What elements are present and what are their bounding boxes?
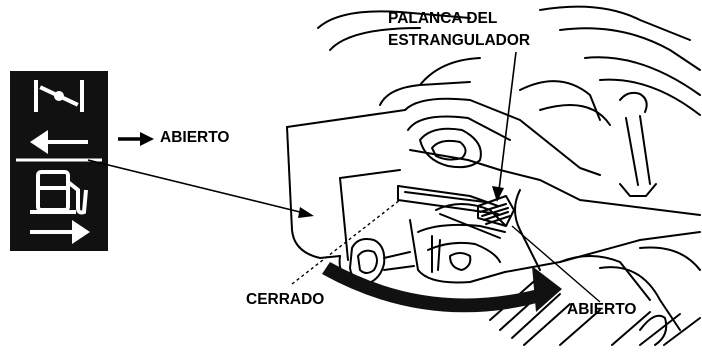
arrow-right-icon [30,220,90,244]
closed-label: CERRADO [246,291,325,308]
open-label-bottom: ABIERTO [567,301,637,318]
choke-lever-label-line1: PALANCA DEL [388,10,498,27]
closed-to-open-arrow [322,262,562,313]
open-indicator-arrow [118,132,154,146]
open-label-top: ABIERTO [160,129,230,146]
panel-leader-line [87,159,314,218]
choke-lever-label-line2: ESTRANGULADOR [388,32,531,49]
choke-symbol-icon [34,80,84,112]
closed-leader-line [291,199,401,285]
open-leader-line [511,225,601,303]
fuel-symbol-icon [30,170,88,215]
choke-lever-label: PALANCA DEL ESTRANGULADOR [388,8,530,52]
engine-outline [286,5,701,346]
lever-leader-line [492,51,517,202]
arrow-left-icon [30,130,88,154]
